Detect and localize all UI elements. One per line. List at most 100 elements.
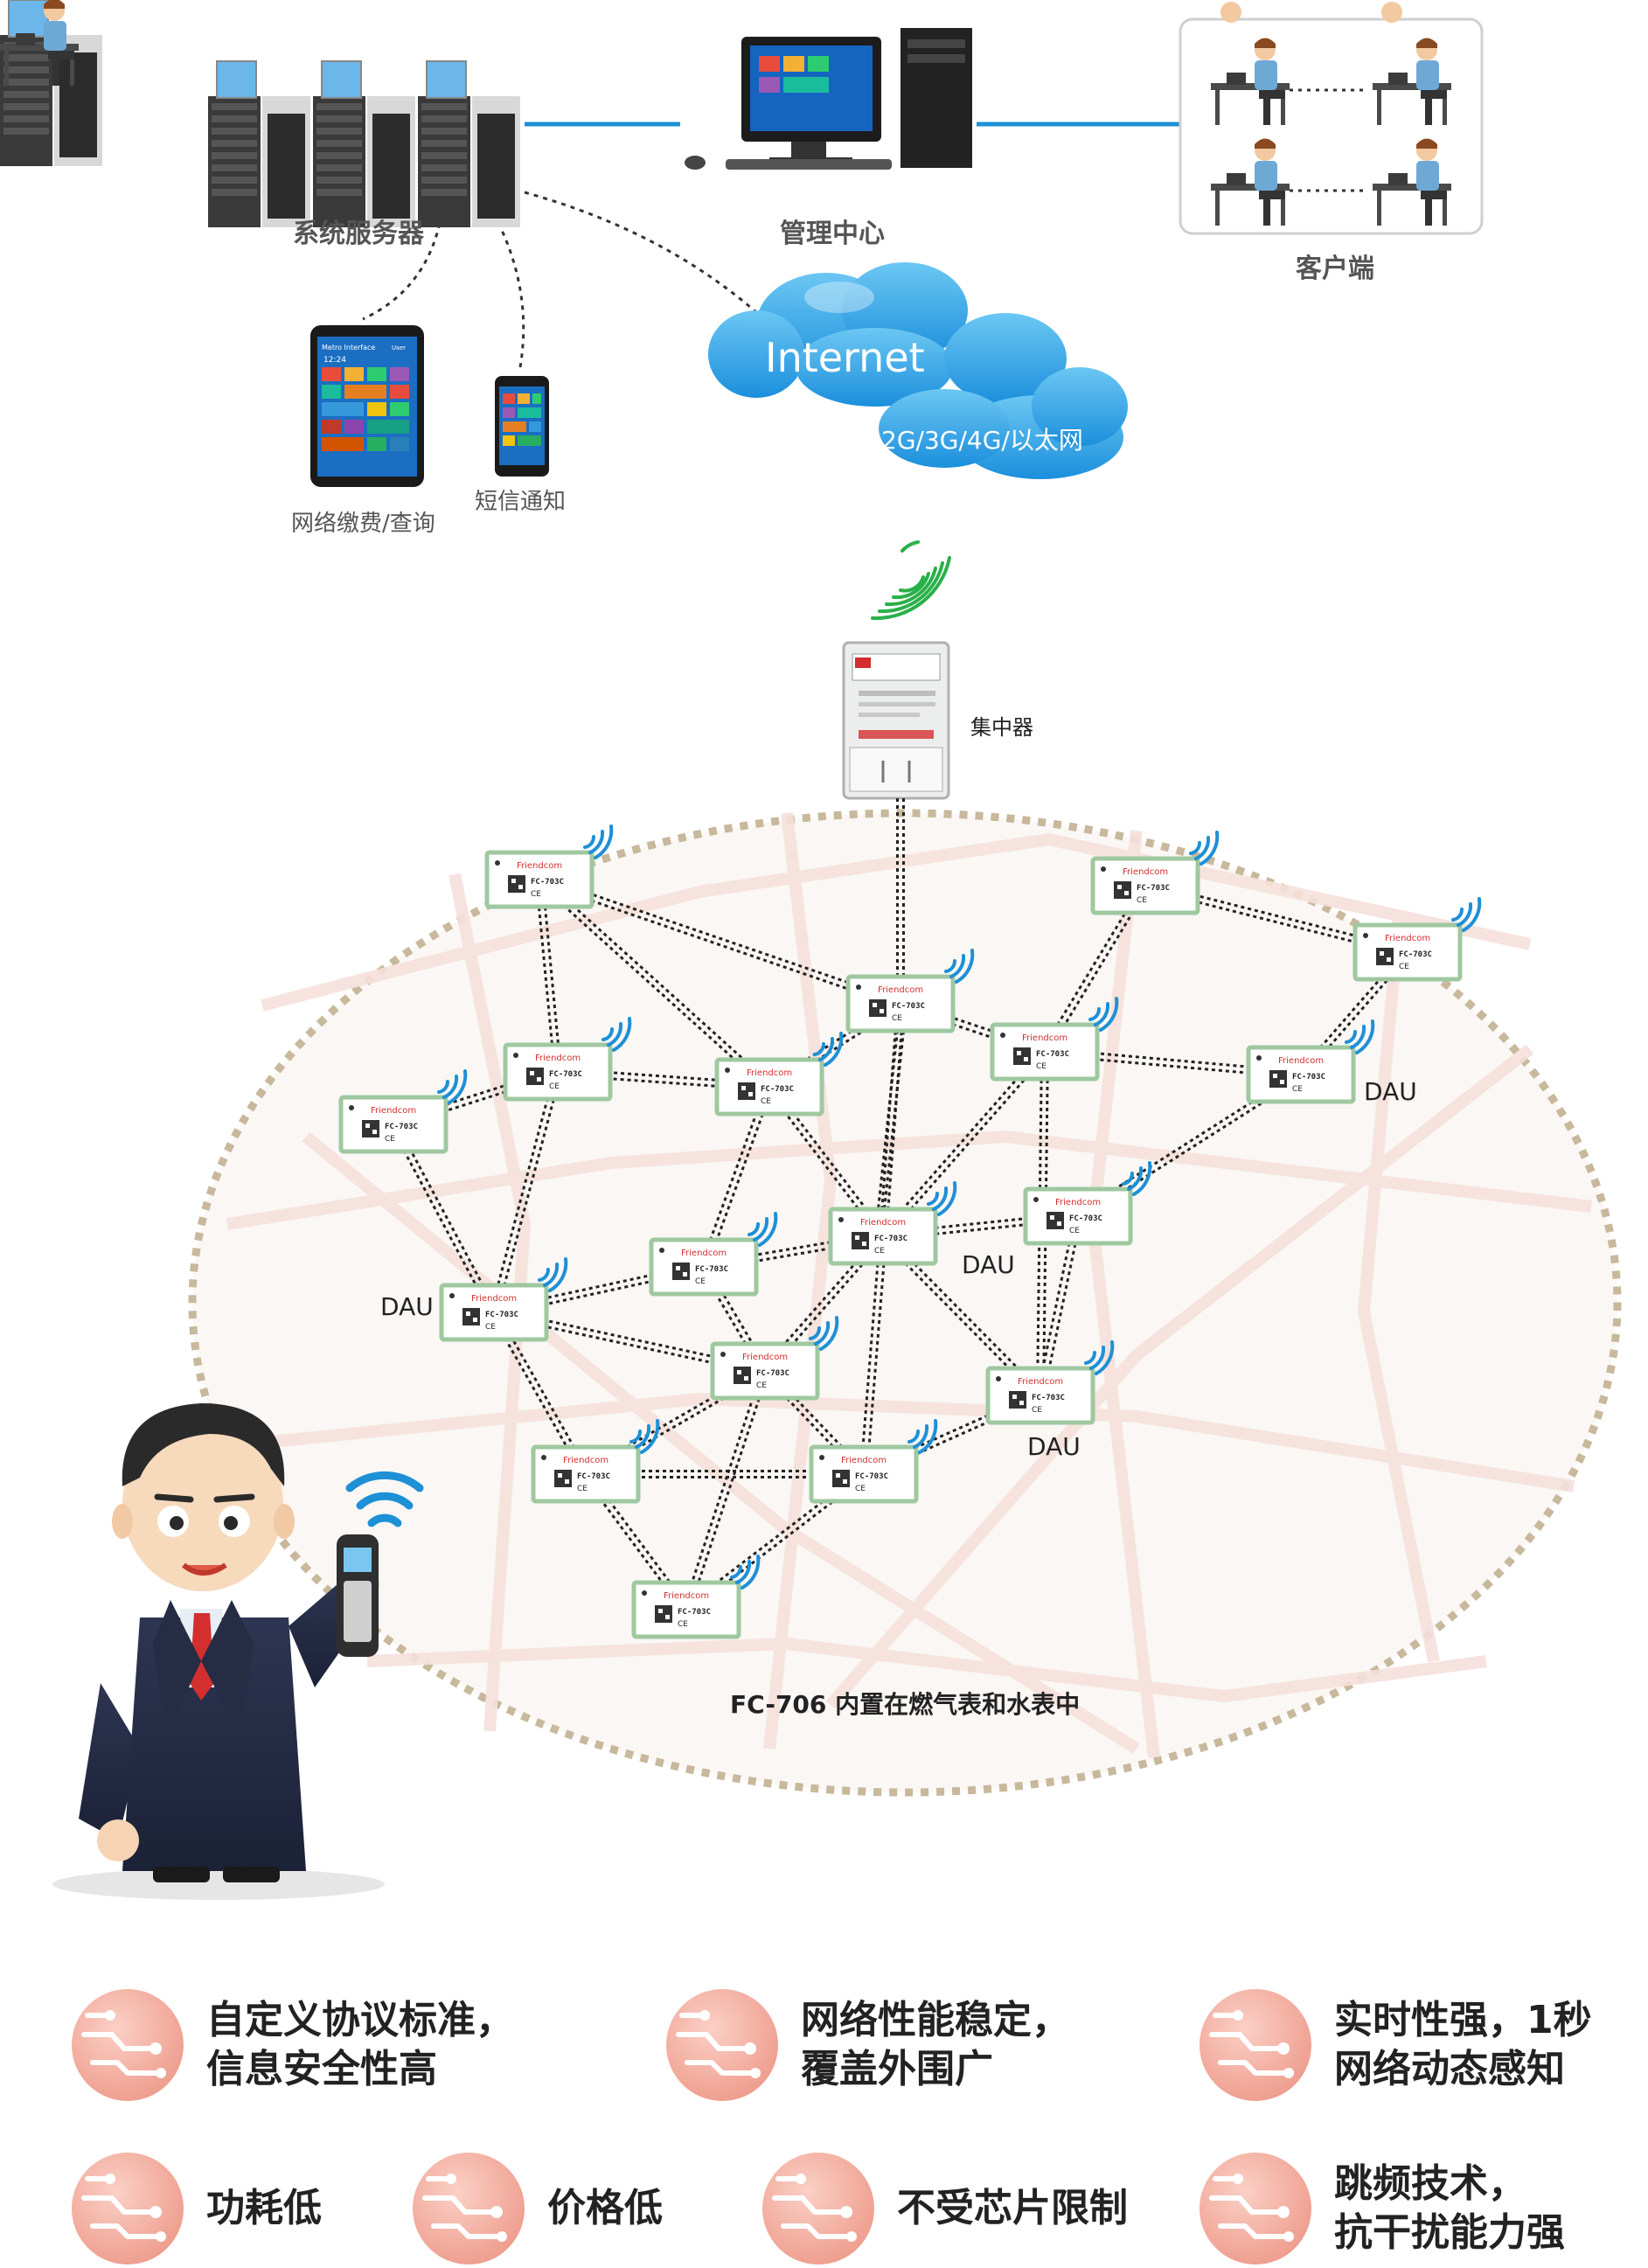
tablet-screen-time: 12:24 [323, 356, 346, 365]
mesh-link [859, 1235, 882, 1474]
wifi-signal-icon [1451, 897, 1482, 932]
circuit-hand-icon [666, 1989, 778, 2101]
module-brand: Friendcom [1278, 1056, 1324, 1066]
cloud-network-label: 2G/3G/4G/以太网 [881, 426, 1083, 455]
tablet-icon: Metro Interface User 12:24 [310, 325, 424, 487]
module-ce-mark: CE [1069, 1227, 1080, 1235]
person-at-desk-icon [0, 0, 79, 86]
feature-item: 网络性能稳定，覆盖外围广 [666, 1989, 1070, 2101]
module-ce-mark: CE [874, 1247, 885, 1256]
module-brand: Friendcom [747, 1068, 792, 1078]
wifi-signal-icon [538, 1257, 568, 1292]
module-model: FC-703C [1036, 1050, 1069, 1059]
module-ce-mark: CE [577, 1485, 588, 1493]
feature-icons [72, 1989, 1311, 2265]
module-model: FC-703C [485, 1311, 518, 1319]
module-brand: Friendcom [471, 1294, 517, 1304]
mesh-link [540, 879, 562, 1072]
feature-line: 价格低 [547, 2186, 663, 2230]
module-ce-mark: CE [1292, 1085, 1303, 1094]
feature-item: 跳频技术，抗干扰能力强 [1199, 2153, 1565, 2265]
wifi-signal-icon [1345, 1019, 1375, 1054]
mesh-link [535, 880, 557, 1073]
module-brand: Friendcom [1022, 1033, 1067, 1043]
circuit-hand-icon [413, 2153, 525, 2265]
module-ce-mark: CE [761, 1097, 771, 1106]
mesh-link [877, 1030, 900, 1209]
clients-label: 客户端 [1296, 254, 1374, 284]
module-brand: Friendcom [742, 1353, 788, 1362]
dau-label: DAU [1027, 1432, 1081, 1461]
module-model: FC-703C [695, 1265, 728, 1274]
mesh-link [539, 875, 902, 1003]
feature-item: 自定义协议标准，信息安全性高 [72, 1989, 514, 2101]
module-ce-mark: CE [695, 1277, 706, 1286]
module-brand: Friendcom [664, 1591, 709, 1601]
feature-line: 网络动态感知 [1334, 2047, 1565, 2091]
wifi-signal-icon [1088, 997, 1119, 1032]
wifi-signal-icon [1189, 831, 1220, 866]
wifi-signal-icon [809, 1316, 839, 1351]
tablet-label: 网络缴费/查询 [291, 511, 435, 537]
tablet-screen-user: User [392, 344, 406, 351]
module-ce-mark: CE [756, 1381, 767, 1390]
module-brand: Friendcom [1018, 1377, 1063, 1387]
dau-label: DAU [1364, 1077, 1417, 1106]
mesh-link [1036, 1051, 1044, 1395]
wifi-signal-icon [1122, 1161, 1152, 1196]
wifi-signal-icon [907, 1419, 938, 1454]
wifi-signal-icon [927, 1181, 957, 1216]
cloud-internet-label: Internet [765, 334, 925, 381]
internet-cloud-icon [708, 262, 1128, 479]
module-model: FC-703C [385, 1123, 418, 1131]
module-model: FC-703C [531, 878, 564, 887]
circuit-hand-icon [72, 2153, 184, 2265]
module-model: FC-703C [678, 1608, 711, 1617]
feature-line: 抗干扰能力强 [1334, 2210, 1565, 2255]
module-model: FC-703C [756, 1369, 789, 1378]
module-ce-mark: CE [1036, 1062, 1047, 1071]
wifi-signal-icon [813, 1032, 844, 1067]
computer-monitor-icon [685, 28, 972, 170]
module-ce-mark: CE [1399, 963, 1409, 971]
wifi-signal-icon [944, 949, 975, 984]
module-model: FC-703C [1399, 950, 1432, 959]
concentrator-device-icon [842, 641, 950, 800]
dau-label: DAU [380, 1292, 434, 1321]
module-model: FC-703C [1032, 1394, 1065, 1402]
module-model: FC-703C [855, 1472, 888, 1481]
street-map-background [226, 812, 1592, 1758]
module-ce-mark: CE [549, 1082, 560, 1091]
module-brand: Friendcom [371, 1106, 416, 1116]
handheld-reader-icon [337, 1534, 379, 1657]
module-ce-mark: CE [531, 890, 541, 899]
wifi-signal-icon [601, 1017, 632, 1052]
feature-item: 不受芯片限制 [762, 2153, 1128, 2265]
module-ce-mark: CE [485, 1323, 496, 1332]
wifi-signal-icon [437, 1069, 468, 1104]
wifi-signal-icon [730, 1555, 761, 1590]
module-model: FC-703C [874, 1235, 907, 1243]
feature-line: 功耗低 [206, 2186, 322, 2230]
module-ce-mark: CE [385, 1135, 395, 1144]
mesh-link [394, 1122, 498, 1312]
module-model: FC-703C [1292, 1073, 1325, 1082]
circuit-hand-icon [1199, 1989, 1311, 2101]
circuit-hand-icon [1199, 2153, 1311, 2265]
module-brand: Friendcom [535, 1054, 581, 1063]
module-brand: Friendcom [1385, 934, 1430, 943]
module-brand: Friendcom [860, 1218, 906, 1228]
circuit-hand-icon [72, 1989, 184, 2101]
